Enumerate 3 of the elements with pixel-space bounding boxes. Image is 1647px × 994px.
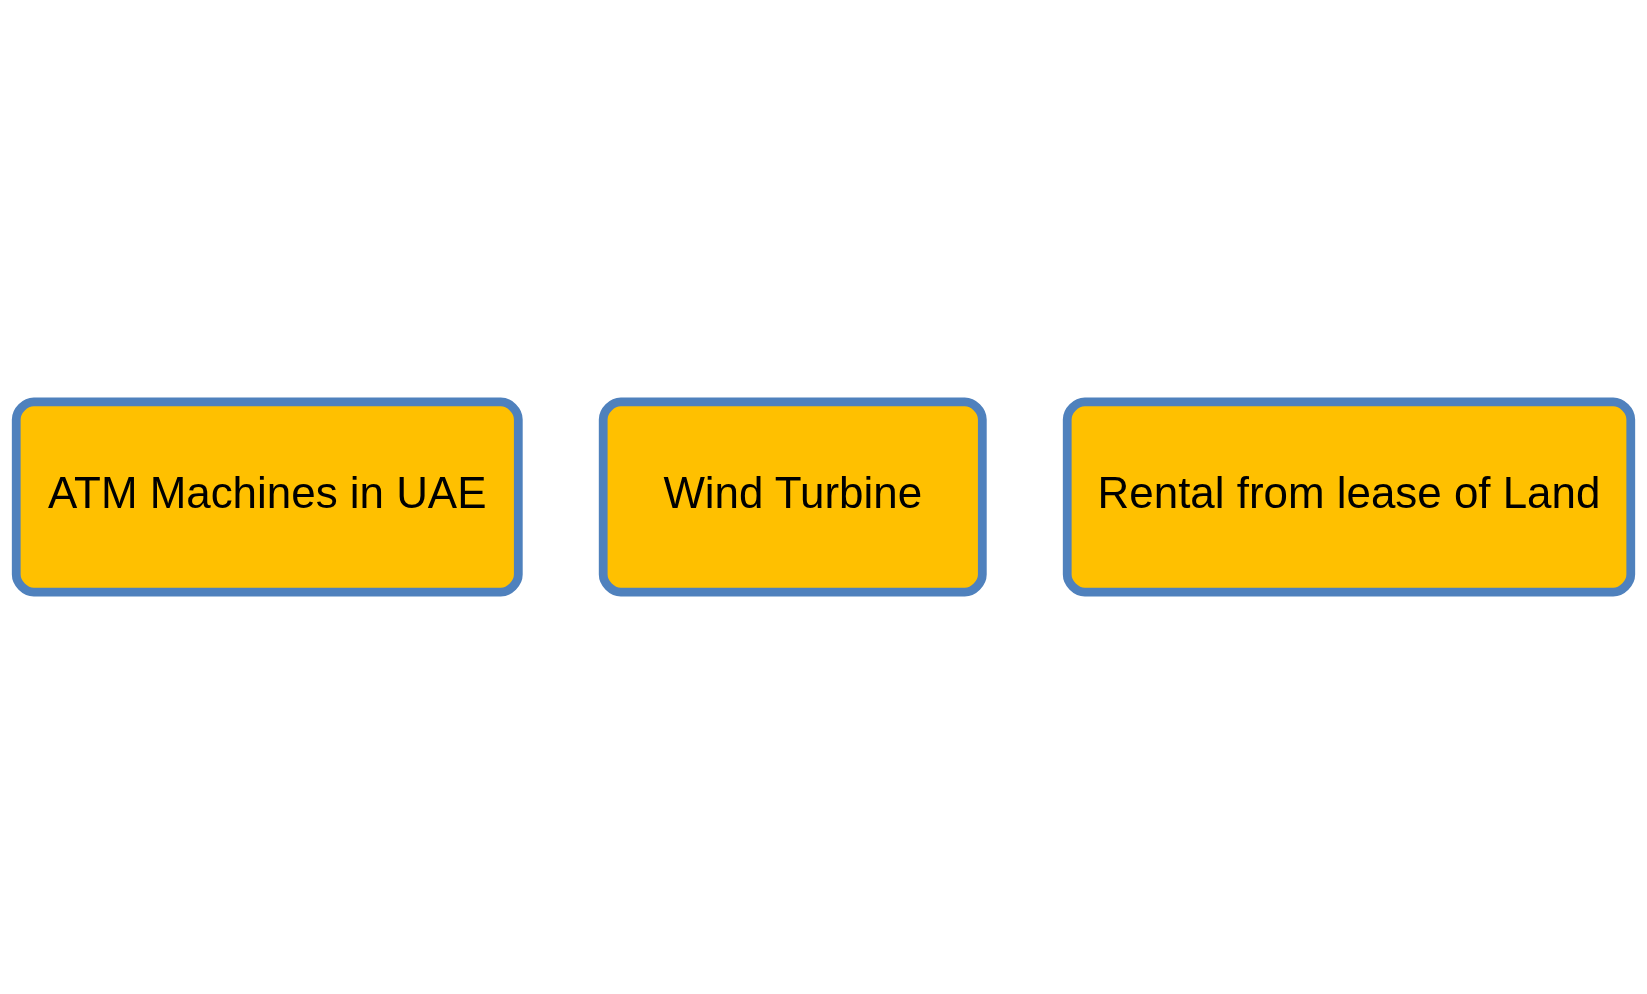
node-box: Wind Turbine [598, 397, 987, 597]
node-box: Rental from lease of Land [1062, 397, 1636, 597]
node-box: ATM Machines in UAE [11, 397, 523, 597]
